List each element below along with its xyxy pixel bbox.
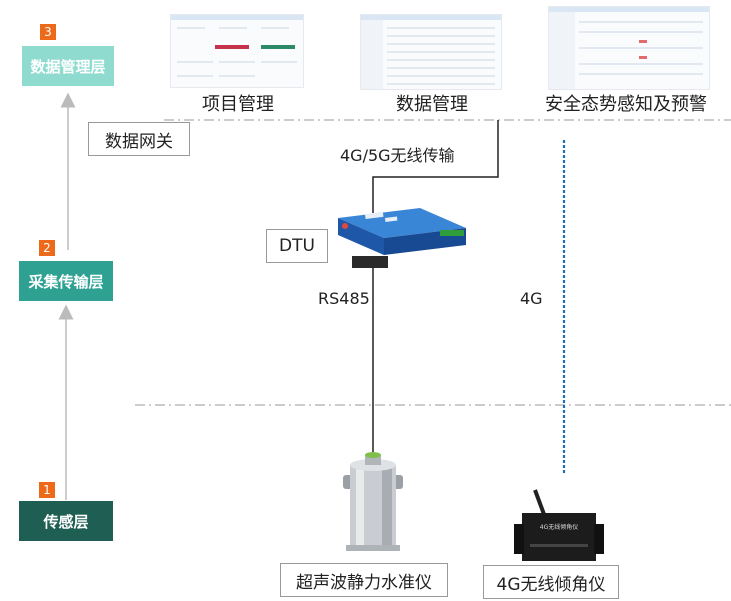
- rs485-label: RS485: [318, 289, 370, 308]
- level-gauge-device-icon: [343, 452, 403, 551]
- security-warning-screenshot: [548, 6, 710, 90]
- dtu-device-icon: [338, 208, 466, 268]
- tilt-meter-device-icon: 4G无线倾角仪: [514, 489, 604, 561]
- project-management-screenshot: [170, 14, 304, 88]
- 4g-label: 4G: [520, 289, 543, 308]
- wireless-link-line: [372, 120, 499, 213]
- security-warning-label: 安全态势感知及预警: [545, 94, 707, 115]
- data-management-label: 数据管理: [396, 94, 468, 115]
- layer-collection-transmission: 采集传输层: [19, 261, 113, 301]
- layer-sensing: 传感层: [19, 501, 113, 541]
- dtu-label: DTU: [266, 229, 328, 263]
- data-management-screenshot: [360, 14, 502, 90]
- layer-data-management: 数据管理层: [22, 46, 114, 86]
- tilt-device-face-text: 4G无线倾角仪: [540, 523, 578, 531]
- layer-2-number: 2: [39, 240, 55, 256]
- layer-1-number: 1: [39, 482, 55, 498]
- project-management-label: 项目管理: [202, 94, 274, 115]
- tilt-meter-label: 4G无线倾角仪: [483, 565, 619, 599]
- wireless-transmission-label: 4G/5G无线传输: [340, 146, 455, 165]
- data-gateway-label: 数据网关: [88, 122, 190, 156]
- layer-3-number: 3: [40, 24, 56, 40]
- level-gauge-label: 超声波静力水准仪: [280, 563, 448, 597]
